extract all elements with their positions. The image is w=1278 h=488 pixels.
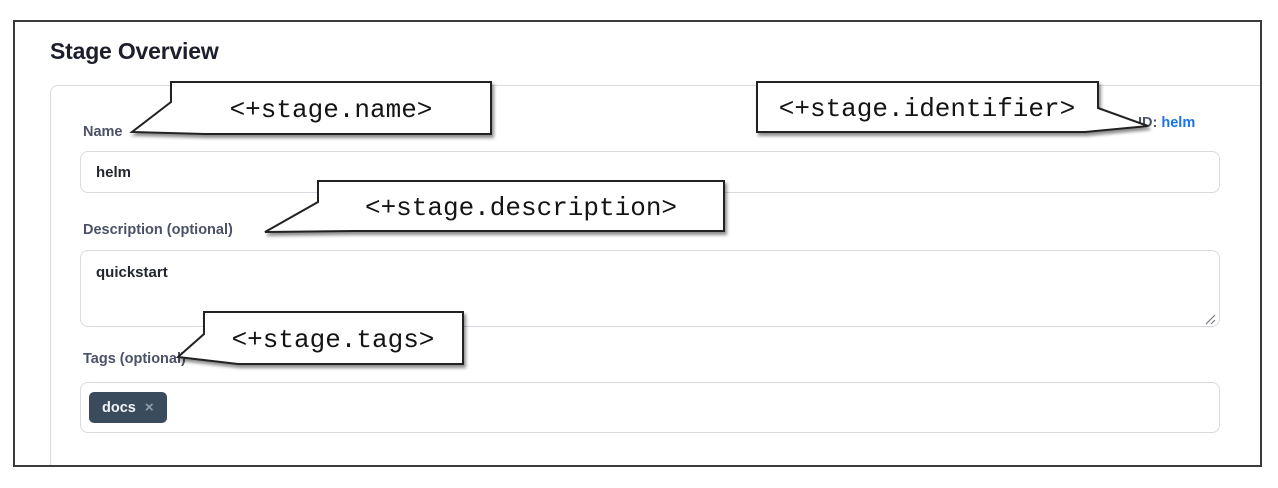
screenshot-frame: Stage Overview Name ID: helm Description… (13, 20, 1262, 467)
name-label: Name (83, 124, 123, 140)
remove-tag-icon[interactable]: × (144, 399, 154, 416)
tag-chip-label: docs (102, 399, 136, 416)
description-textarea[interactable]: quickstart (80, 250, 1220, 327)
name-input[interactable] (80, 151, 1220, 193)
description-label: Description (optional) (83, 222, 233, 238)
stage-id: ID: helm (1138, 115, 1195, 131)
tags-label: Tags (optional) (83, 351, 186, 367)
textarea-resize-handle[interactable] (1203, 312, 1217, 326)
page-title: Stage Overview (50, 38, 219, 64)
tag-chip: docs × (89, 392, 167, 423)
id-value-link[interactable]: helm (1161, 115, 1196, 131)
id-prefix-label: ID: (1138, 115, 1158, 131)
tags-input[interactable]: docs × (80, 382, 1220, 433)
